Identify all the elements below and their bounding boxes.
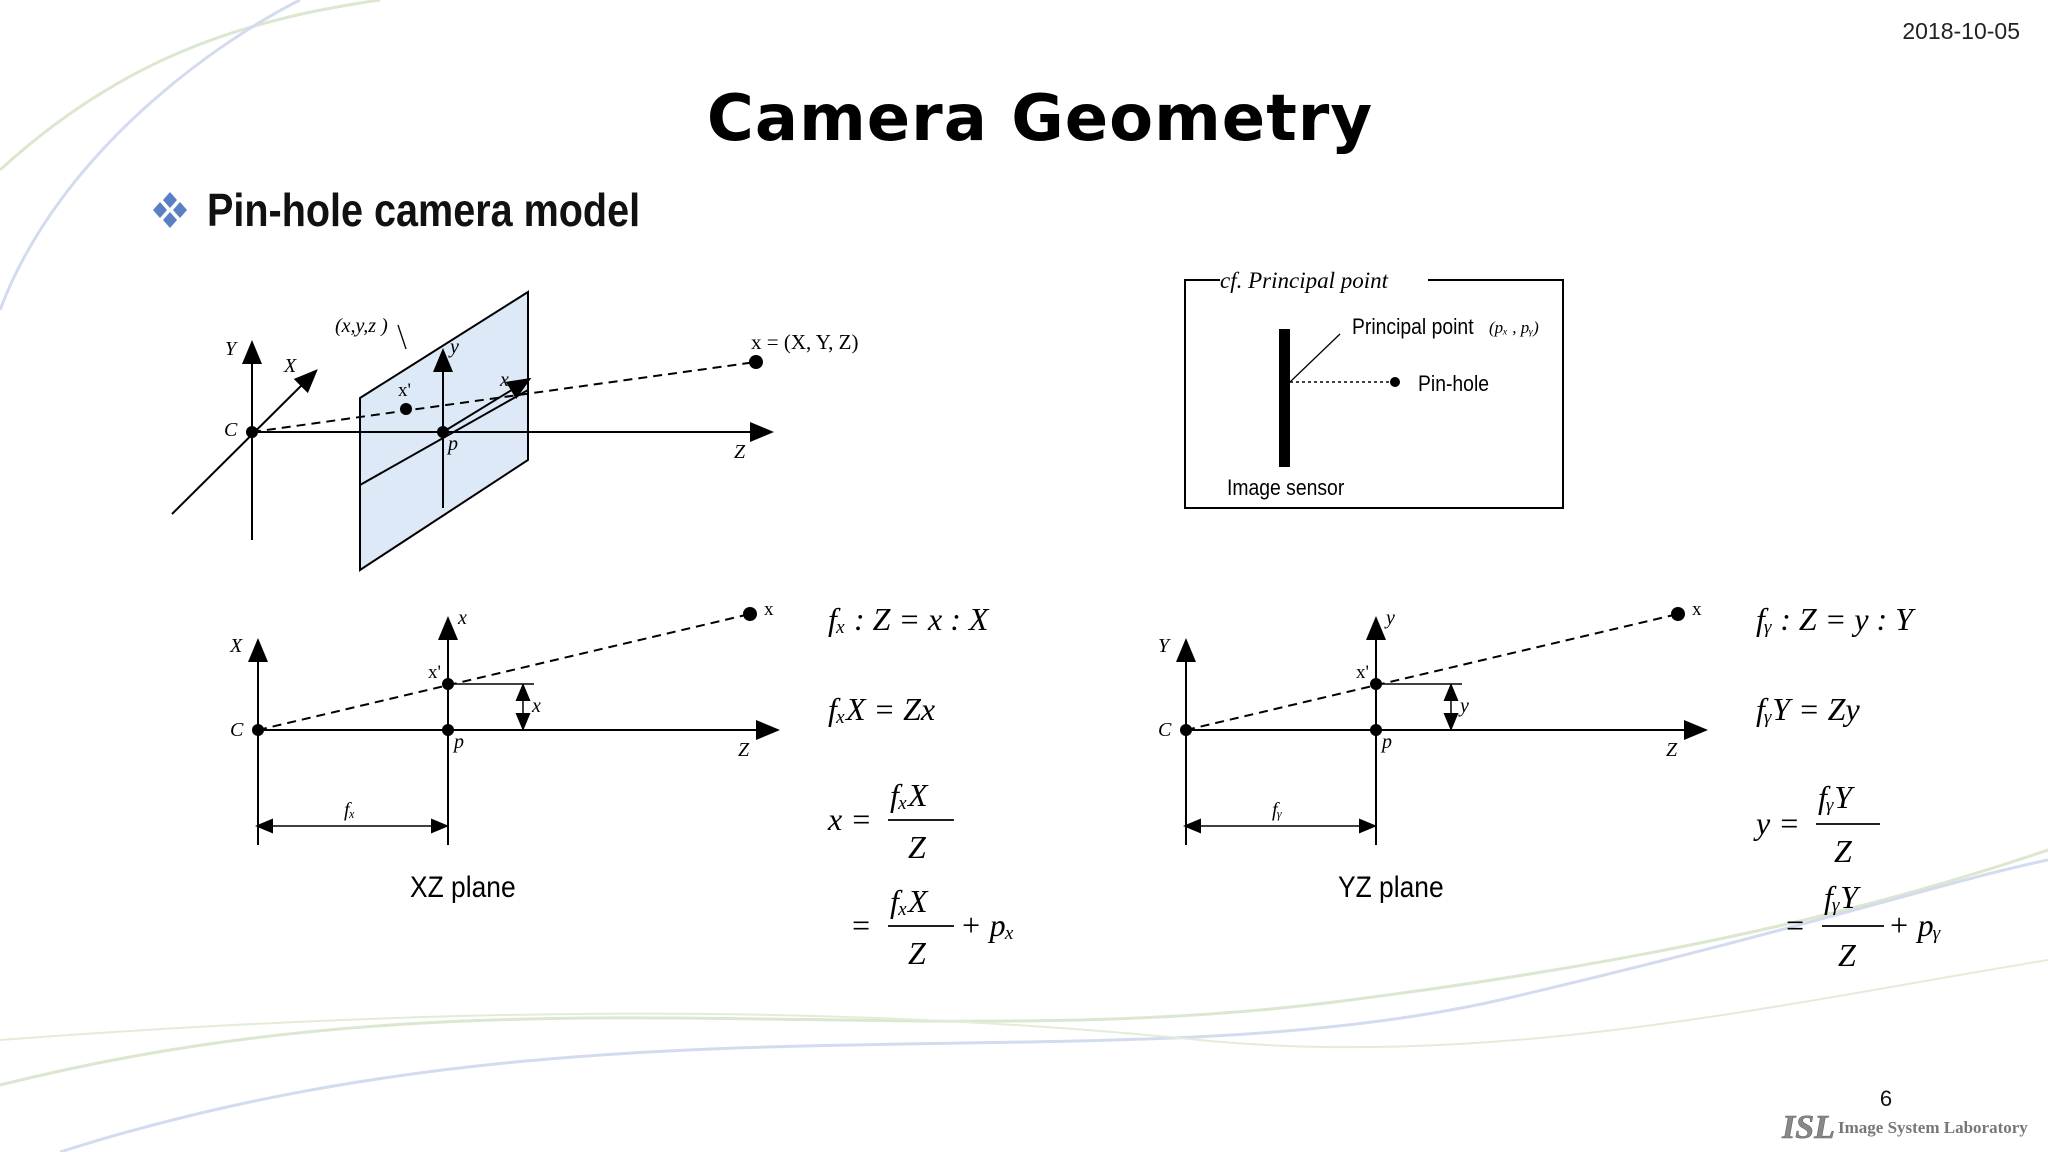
eq-y-4-den: Z: [1838, 937, 1857, 973]
offset-label: x: [531, 695, 541, 717]
logo-text: Image System Laboratory: [1838, 1118, 2028, 1137]
equations-x: fₓ : Z = x : X fₓX = Zx x = fₓX Z = fₓX …: [827, 601, 1015, 971]
axis-X-line: [171, 369, 318, 515]
eq-x-3-lhs: x =: [827, 801, 872, 837]
axis-X-label: X: [283, 355, 297, 377]
camera-center-label: C: [230, 719, 244, 741]
eq-x-1: fₓ : Z = x : X: [828, 601, 990, 637]
principal-label: p: [452, 731, 464, 753]
sensor-label: Image sensor: [1227, 476, 1344, 500]
image-sensor-bar: [1279, 329, 1290, 467]
eq-y-2: fᵧY = Zy: [1756, 691, 1860, 727]
eq-y-4-num: fᵧY: [1824, 879, 1861, 915]
plane-caption: XZ plane: [410, 869, 516, 903]
eq-x-2: fₓX = Zx: [828, 691, 935, 727]
logo-mark: ISL: [1781, 1109, 1835, 1144]
axis-Z-label: Z: [734, 441, 746, 463]
axis-vertical-label: X: [229, 635, 243, 657]
focal-label: fₓ: [344, 799, 355, 821]
eq-x-4-tail: + pₓ: [960, 907, 1015, 943]
projected-point-dot: [400, 403, 412, 415]
projected-label: x': [398, 380, 411, 401]
axis-Z-label: Z: [738, 739, 750, 761]
eq-x-4-num: fₓX: [890, 883, 929, 919]
eq-y-4-lhs: =: [1784, 907, 1806, 943]
eq-y-3-num: fᵧY: [1818, 779, 1855, 815]
focal-label: fᵧ: [1272, 799, 1283, 821]
point-label: (x,y,z ): [335, 315, 388, 337]
axis-image-label: x: [457, 607, 467, 629]
camera-center-label: C: [224, 419, 238, 441]
axis-vertical-label: Y: [1158, 635, 1171, 657]
slide-title: Camera Geometry: [706, 82, 1374, 156]
world-point-label: x = (X, Y, Z): [751, 330, 859, 354]
image-x-label: x: [499, 369, 509, 391]
pinhole-3d-diagram: (x,y,z ) x = (X, Y, Z) Y X Z y x C p x': [171, 290, 859, 572]
section-heading: Pin-hole camera model: [207, 184, 641, 236]
principal-label: Principal point: [1352, 315, 1474, 339]
page-number: 6: [1879, 1086, 1893, 1111]
principal-point-box: cf. Principal point Principal point (pₓ …: [1184, 268, 1564, 509]
axis-image-label: y: [1384, 607, 1395, 629]
point-label: x: [1692, 599, 1702, 620]
principal-point-dot: [437, 426, 449, 438]
world-point-dot: [749, 355, 763, 369]
slide-date: 2018-10-05: [1902, 18, 2020, 44]
axis-Y-label: Y: [225, 338, 238, 360]
point-label: x: [764, 599, 774, 620]
isl-logo: ISL Image System Laboratory: [1781, 1109, 2029, 1144]
principal-coords: (pₓ , pᵧ): [1489, 318, 1539, 337]
image-axis-x: [442, 377, 532, 433]
diamond-bullet-icon: [153, 192, 187, 228]
eq-x-3-den: Z: [908, 829, 927, 865]
projection-ray: [251, 361, 757, 433]
eq-y-3-den: Z: [1834, 833, 1853, 869]
pinhole-label: Pin-hole: [1418, 372, 1489, 396]
camera-center-dot: [246, 426, 258, 438]
eq-y-4-tail: + pᵧ: [1888, 907, 1941, 943]
axis-Z-label: Z: [1666, 739, 1678, 761]
plane-caption: YZ plane: [1338, 869, 1444, 903]
projected-label: x': [1356, 662, 1369, 683]
eq-y-1: fᵧ : Z = y : Y: [1756, 601, 1916, 637]
eq-x-3-num: fₓX: [890, 777, 929, 813]
projected-label: x': [428, 662, 441, 683]
equations-y: fᵧ : Z = y : Y fᵧY = Zy y = fᵧY Z = fᵧY …: [1753, 601, 1941, 973]
principal-label: p: [446, 433, 458, 455]
principal-label: p: [1380, 731, 1392, 753]
box-title: cf. Principal point: [1220, 268, 1389, 293]
pinhole-dot: [1390, 377, 1400, 387]
offset-label: y: [1458, 695, 1469, 717]
xz-plane-diagram: X x Z C p x' x x fₓ XZ plane: [229, 599, 780, 903]
yz-plane-diagram: Y y Z C p x' x y fᵧ YZ plane: [1158, 599, 1708, 903]
eq-x-4-lhs: =: [850, 907, 872, 943]
image-y-label: y: [448, 336, 459, 358]
camera-center-label: C: [1158, 719, 1172, 741]
eq-y-3-lhs: y =: [1753, 805, 1800, 841]
eq-x-4-den: Z: [908, 935, 927, 971]
